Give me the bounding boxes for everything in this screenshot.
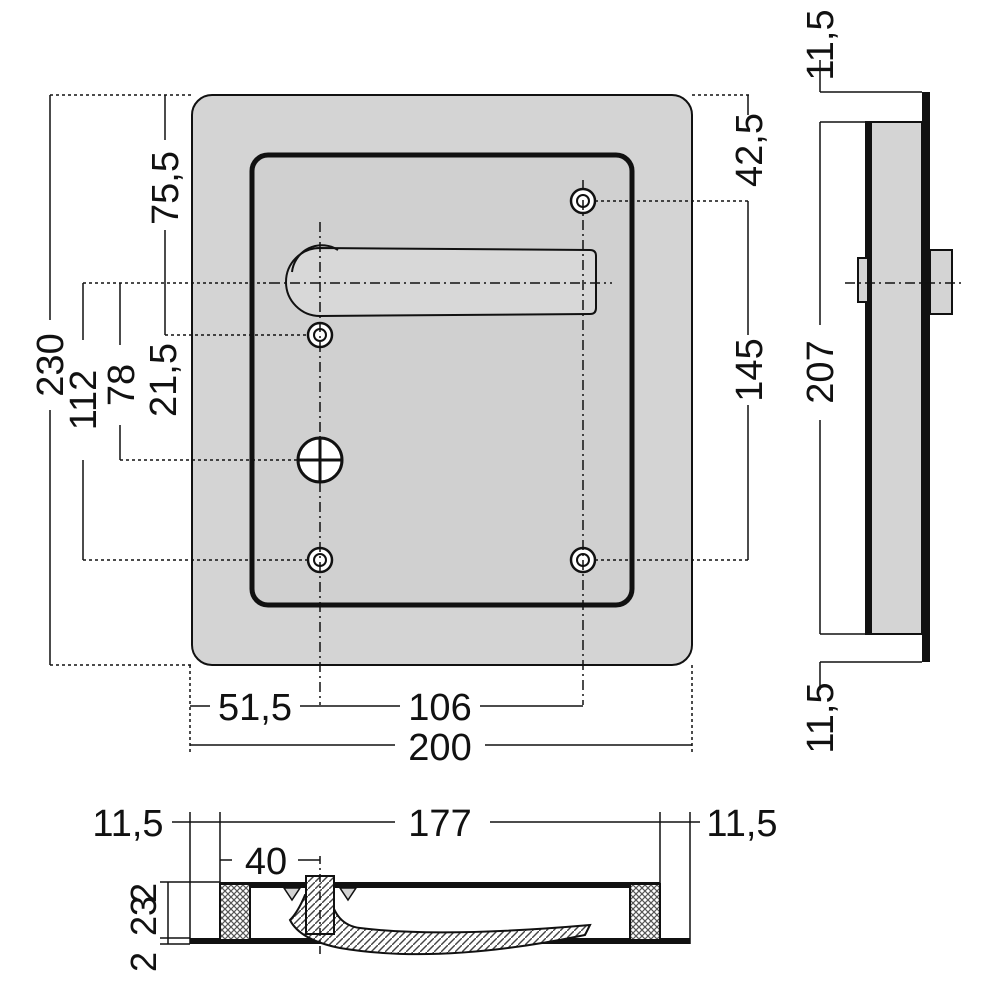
side-plate-outer: [922, 92, 930, 662]
side-view: 11,5 207 11,5: [800, 9, 962, 754]
front-view: 230 75,5 112 78 21,5 42,5 145 51,5 106 2…: [30, 94, 771, 769]
extension-lines: [50, 94, 750, 752]
dim-axis-to-hole: 106: [408, 687, 471, 729]
dim-hole-spacing-vertical: 145: [729, 338, 771, 401]
handle-rose: [291, 244, 339, 273]
dim-overall-height: 230: [30, 333, 72, 396]
lever-handle: [285, 246, 597, 318]
dim-side-top-margin: 11,5: [800, 9, 842, 80]
side-spindle: [857, 257, 869, 303]
dim-overall-width: 200: [408, 727, 471, 769]
dim-spindle-offset: 40: [245, 841, 287, 883]
dim-top-to-hole: 42,5: [729, 113, 771, 187]
dim-top-to-handle: 75,5: [145, 151, 187, 225]
section-top-plate: [220, 882, 660, 888]
dim-thickness-mid: 23: [123, 896, 164, 936]
front-dimension-lines: [49, 95, 749, 746]
dim-side-bottom-margin: 11,5: [800, 682, 842, 753]
side-plate-inner: [865, 121, 923, 635]
dim-handle-to-keyhole: 112: [63, 370, 105, 431]
side-handle-stub: [929, 249, 953, 315]
dim-thickness-bottom: 2: [123, 952, 164, 972]
dim-side-inner-height: 207: [800, 340, 842, 403]
side-plate-edge: [866, 122, 872, 634]
dim-bottom-left-margin: 11,5: [92, 803, 163, 845]
inner-plate: [249, 152, 635, 608]
dim-left-to-axis: 51,5: [218, 687, 292, 729]
section-left-post: [219, 883, 251, 941]
dim-bottom-right-margin: 11,5: [706, 803, 777, 845]
center-lines: [270, 180, 612, 705]
dim-thickness-top: 2: [123, 883, 164, 903]
bottom-view: 11,5 177 11,5 40 2 23 2: [92, 803, 777, 972]
dim-handle-to-bottom-holes: 78: [101, 364, 143, 406]
dim-handle-to-upper-hole: 21,5: [143, 343, 185, 417]
section-right-post: [629, 883, 661, 941]
dim-bottom-inner-width: 177: [408, 803, 471, 845]
